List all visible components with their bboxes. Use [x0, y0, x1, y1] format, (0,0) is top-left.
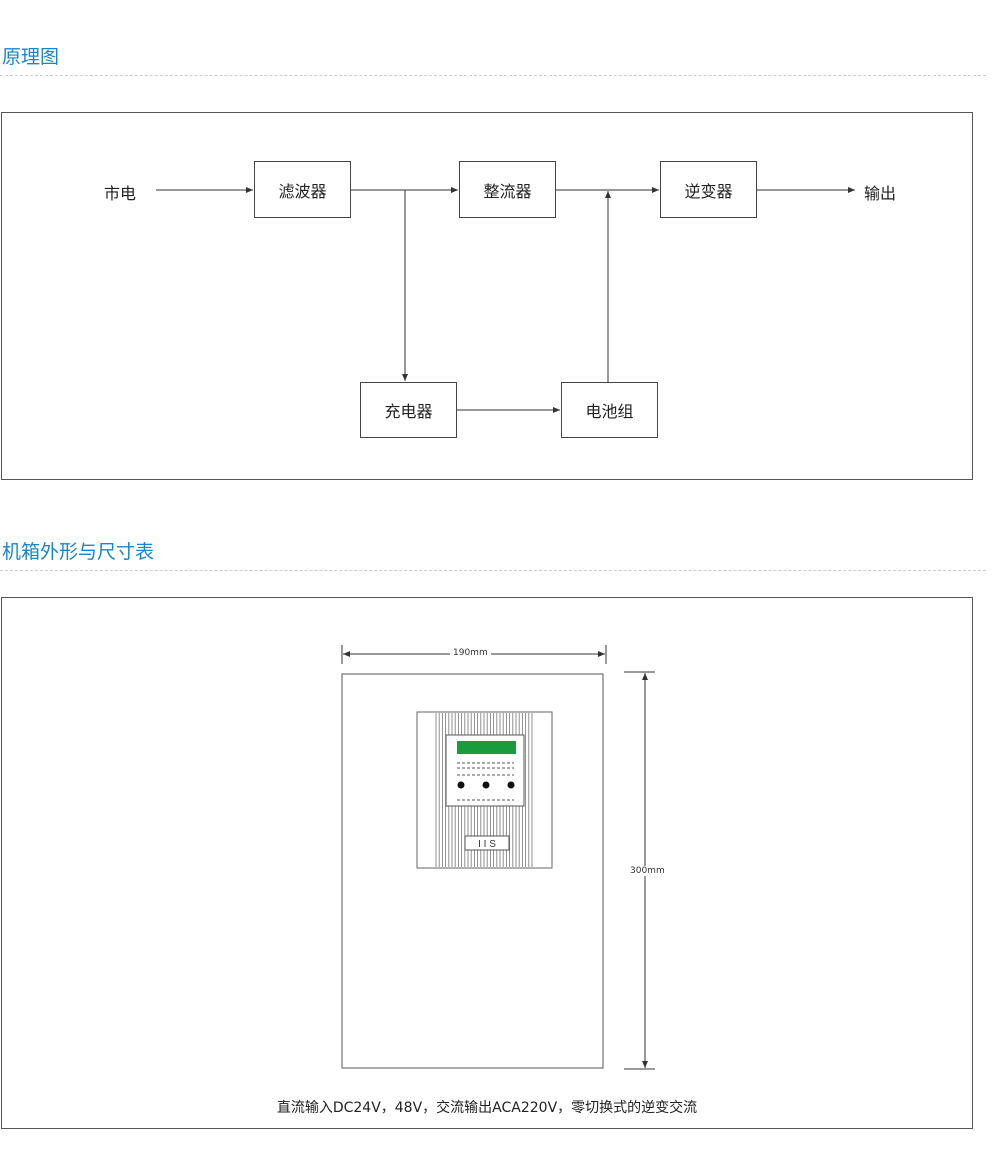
knob [507, 781, 515, 789]
divider [0, 75, 986, 76]
label-input: 市电 [104, 184, 137, 203]
knob [482, 781, 490, 789]
node-battery: 电池组 [561, 382, 658, 438]
width-label: 190mm [450, 648, 491, 658]
divider [0, 570, 986, 571]
node-charger: 充电器 [360, 382, 457, 438]
switch-label: I I S [478, 839, 496, 850]
section-title-principle: 原理图 [2, 46, 60, 68]
knob [457, 781, 465, 789]
cabinet-outline [341, 673, 604, 1069]
node-rectifier: 整流器 [459, 161, 556, 218]
cabinet-caption: 直流输入DC24V，48V，交流输出ACA220V，零切换式的逆变交流 [276, 1100, 698, 1116]
section-title-cabinet: 机箱外形与尺寸表 [2, 541, 155, 563]
front-panel [416, 711, 553, 869]
switch-plate [464, 835, 510, 851]
principle-diagram-frame [1, 112, 973, 480]
cabinet-frame [1, 597, 973, 1129]
node-inverter: 逆变器 [660, 161, 757, 218]
height-label: 300mm [627, 866, 668, 876]
node-filter: 滤波器 [254, 161, 351, 218]
label-output: 输出 [864, 184, 897, 203]
lcd-screen [457, 741, 516, 754]
